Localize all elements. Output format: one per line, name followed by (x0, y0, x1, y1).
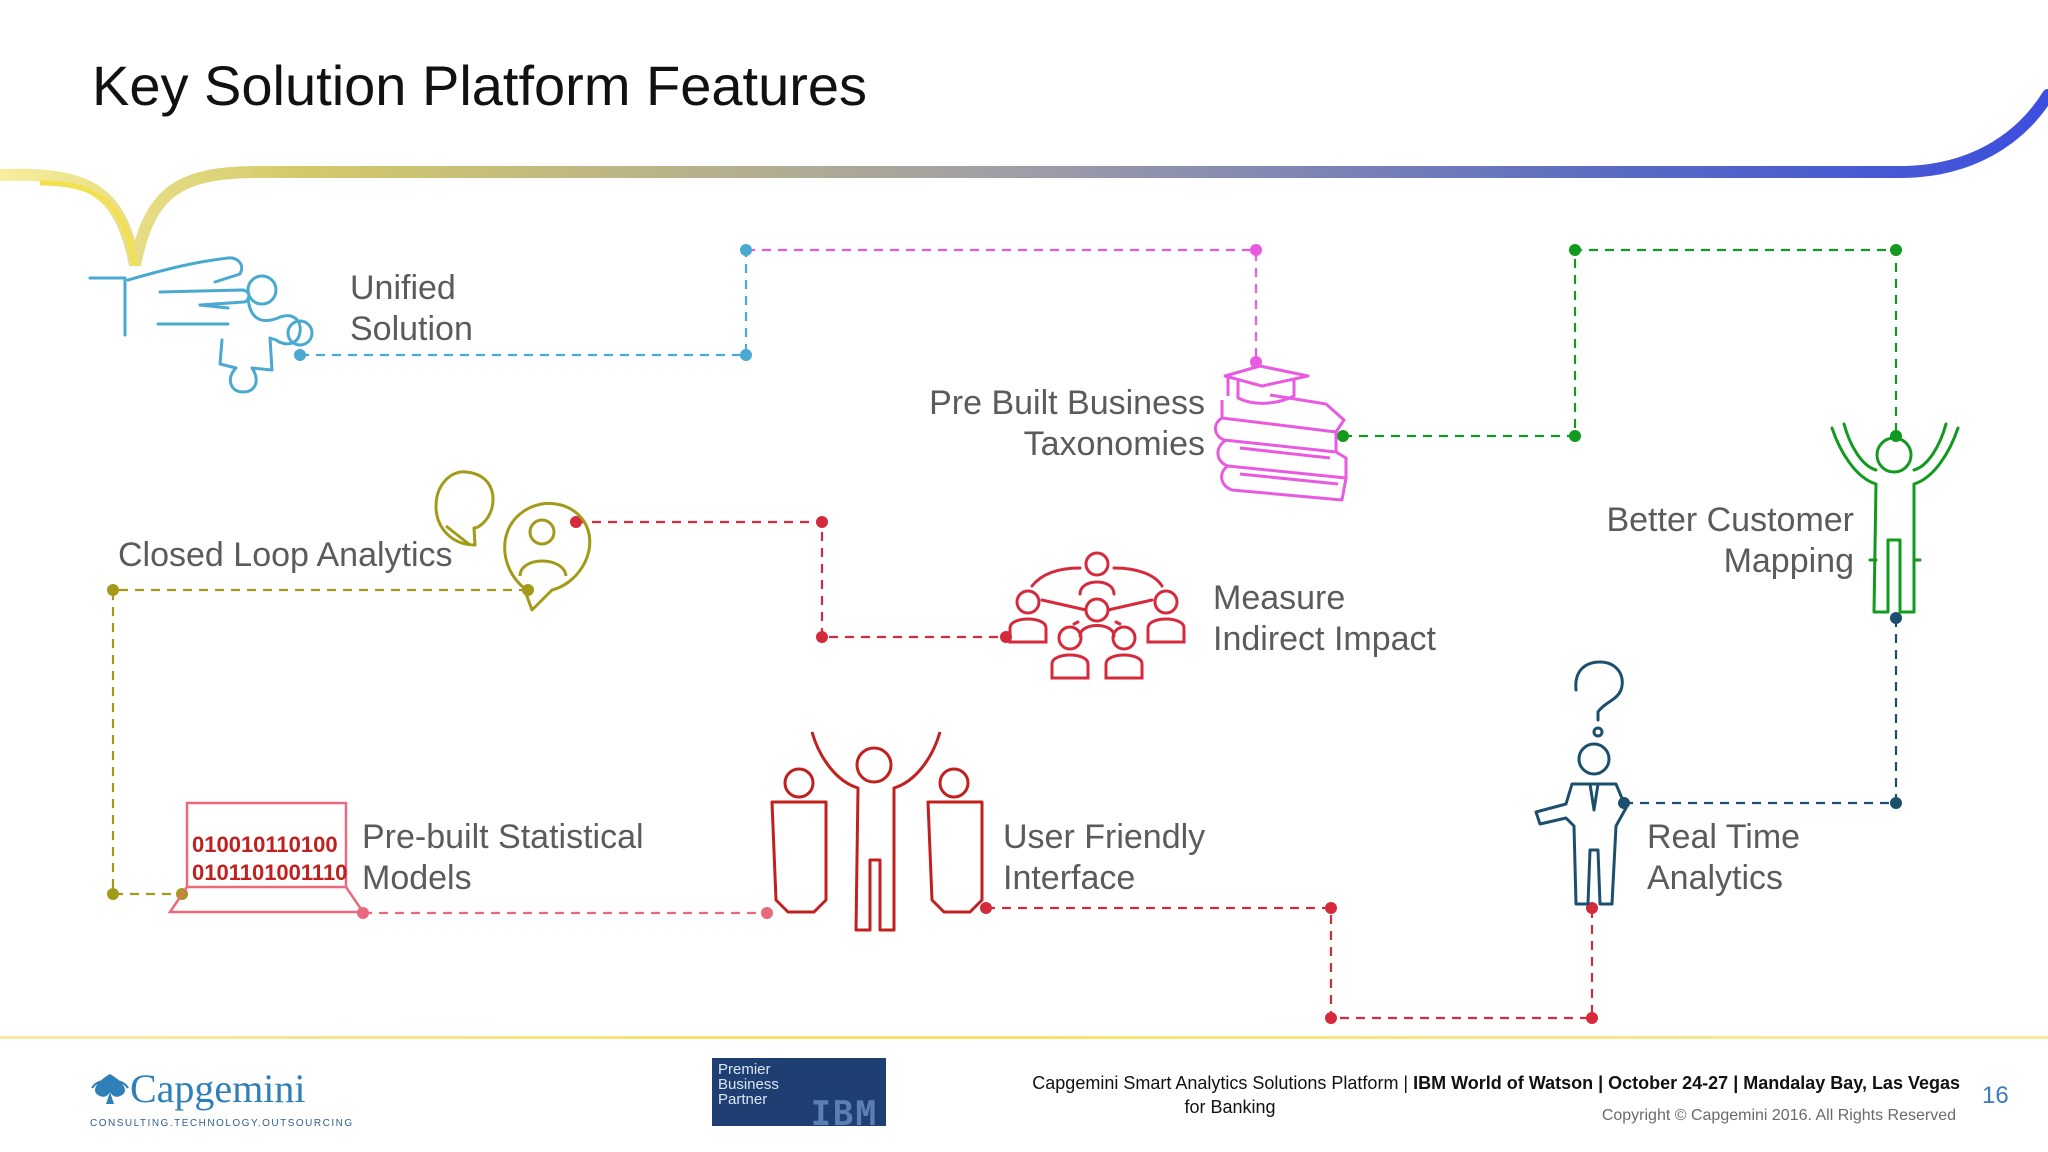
event-platform-text: Capgemini Smart Analytics Solutions Plat… (1032, 1073, 1414, 1093)
cheering-person-icon (1830, 422, 1960, 614)
page-number: 16 (1982, 1082, 2009, 1109)
connector-cyan (300, 250, 748, 357)
footer-copyright: Copyright © Capgemini 2016. All Rights R… (1601, 1107, 1956, 1124)
binary-line-1: 010010110100 (192, 832, 338, 857)
brand-name: Capgemini (130, 1066, 306, 1111)
badge-line-1: Premier (718, 1061, 771, 1078)
event-details-text: IBM World of Watson | October 24-27 | Ma… (1413, 1073, 1960, 1093)
group-cheering-icon (770, 731, 984, 932)
ibm-premier-partner-badge: Premier Business Partner IBM (712, 1058, 886, 1134)
connector-teal (1624, 618, 1898, 805)
footer-divider (0, 1036, 2048, 1039)
connector-red-bottom (986, 906, 1594, 1020)
puzzle-hand-icon (88, 256, 314, 394)
header-swoosh (0, 89, 2048, 267)
brand-tagline: CONSULTING.TECHNOLOGY.OUTSOURCING (90, 1118, 354, 1129)
slide-title: Key Solution Platform Features (92, 54, 868, 117)
footer-event-subtext: for Banking (1184, 1097, 1276, 1117)
people-network-icon (1008, 551, 1186, 680)
binary-screen-icon: 010010110100 0101101001110 (167, 801, 366, 914)
spade-icon (91, 1074, 129, 1104)
connector-olive (111, 588, 528, 896)
ibm-logo: IBM (810, 1094, 878, 1134)
question-person-icon (1534, 660, 1628, 906)
books-graduation-cap-icon (1214, 364, 1348, 502)
badge-line-2: Business (718, 1076, 779, 1093)
chat-bubbles-user-icon (434, 470, 592, 612)
binary-line-2: 0101101001110 (192, 860, 347, 885)
connector-red-top (576, 520, 1006, 639)
connector-magenta (746, 248, 1258, 362)
footer-event-text: Capgemini Smart Analytics Solutions Plat… (940, 1073, 1960, 1094)
label-closed-loop-analytics: Closed Loop Analytics (118, 536, 453, 574)
capgemini-logo: Capgemini CONSULTING.TECHNOLOGY.OUTSOURC… (90, 1066, 354, 1129)
badge-line-3: Partner (718, 1091, 768, 1108)
connector-green (1343, 248, 1898, 438)
